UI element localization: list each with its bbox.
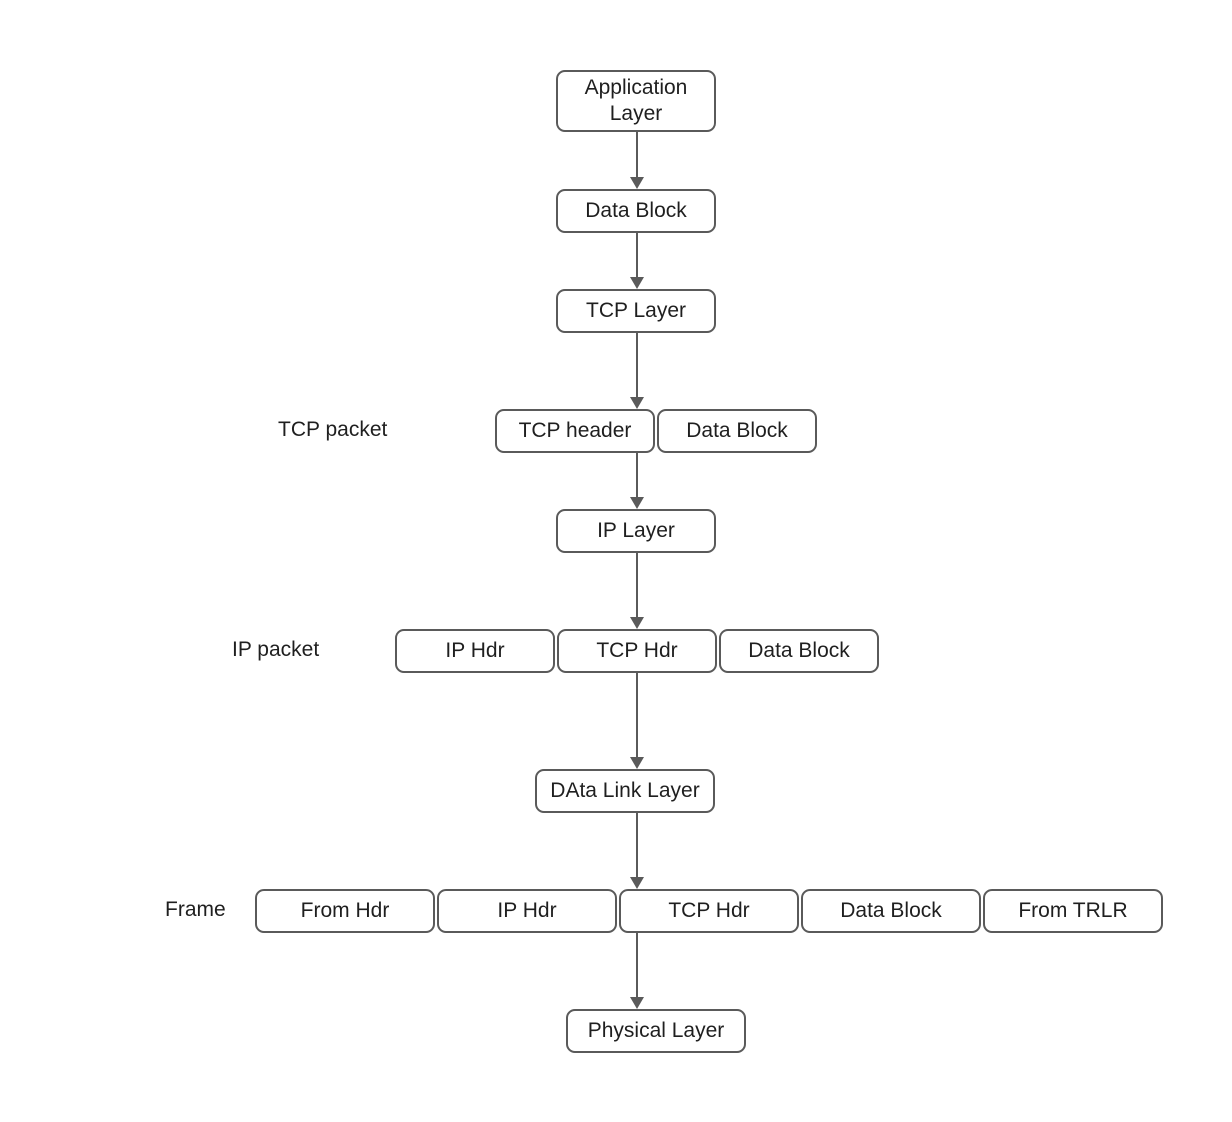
arrow-ip-layer-to-ip-packet — [627, 553, 647, 629]
segment-tcp-packet-data-block[interactable]: Data Block — [657, 409, 817, 453]
row-label-ip-packet: IP packet — [232, 638, 320, 661]
arrow-shaft — [636, 933, 638, 998]
arrow-ip-packet-to-data-link-layer — [627, 673, 647, 769]
arrow-shaft — [636, 813, 638, 878]
arrow-data-block-to-tcp-layer — [627, 233, 647, 289]
node-tcp-layer[interactable]: TCP Layer — [556, 289, 716, 333]
segment-frame-tcp-hdr[interactable]: TCP Hdr — [619, 889, 799, 933]
arrow-head-icon — [630, 277, 644, 289]
node-ip-layer[interactable]: IP Layer — [556, 509, 716, 553]
node-physical-layer[interactable]: Physical Layer — [566, 1009, 746, 1053]
segment-ip-packet-ip-hdr[interactable]: IP Hdr — [395, 629, 555, 673]
arrow-shaft — [636, 132, 638, 178]
arrow-data-link-layer-to-frame — [627, 813, 647, 889]
segment-frame-ip-hdr[interactable]: IP Hdr — [437, 889, 617, 933]
node-data-block[interactable]: Data Block — [556, 189, 716, 233]
arrow-head-icon — [630, 177, 644, 189]
segment-ip-packet-tcp-hdr[interactable]: TCP Hdr — [557, 629, 717, 673]
arrow-frame-to-physical-layer — [627, 933, 647, 1009]
arrow-head-icon — [630, 757, 644, 769]
arrow-head-icon — [630, 997, 644, 1009]
arrow-application-to-data-block — [627, 132, 647, 189]
arrow-shaft — [636, 333, 638, 398]
node-application-layer[interactable]: Application Layer — [556, 70, 716, 132]
arrow-head-icon — [630, 397, 644, 409]
segment-tcp-packet-tcp-header[interactable]: TCP header — [495, 409, 655, 453]
row-label-frame: Frame — [165, 898, 226, 921]
arrow-tcp-layer-to-tcp-packet — [627, 333, 647, 409]
arrow-shaft — [636, 453, 638, 498]
node-data-link-layer[interactable]: DAta Link Layer — [535, 769, 715, 813]
arrow-head-icon — [630, 497, 644, 509]
arrow-head-icon — [630, 617, 644, 629]
arrow-shaft — [636, 553, 638, 618]
arrow-shaft — [636, 233, 638, 278]
row-label-tcp-packet: TCP packet — [278, 418, 388, 441]
arrow-shaft — [636, 673, 638, 758]
arrow-head-icon — [630, 877, 644, 889]
segment-frame-from-trlr[interactable]: From TRLR — [983, 889, 1163, 933]
arrow-tcp-packet-to-ip-layer — [627, 453, 647, 509]
segment-frame-from-hdr[interactable]: From Hdr — [255, 889, 435, 933]
segment-frame-data-block[interactable]: Data Block — [801, 889, 981, 933]
segment-ip-packet-data-block[interactable]: Data Block — [719, 629, 879, 673]
